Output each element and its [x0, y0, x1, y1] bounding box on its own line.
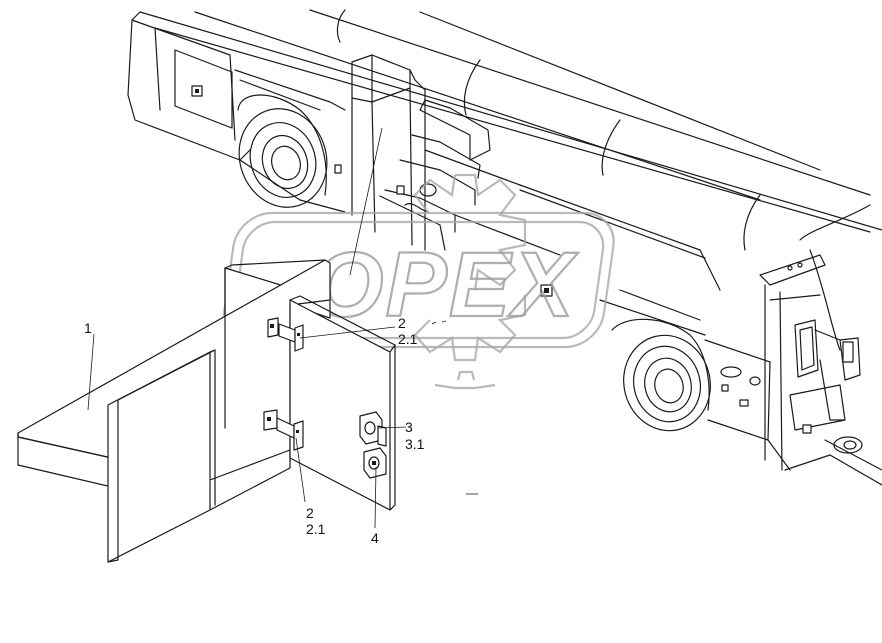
watermark-text: OPEX [312, 234, 578, 336]
hinge-upper [267, 317, 304, 352]
door-lock [359, 411, 387, 447]
door-handle [363, 447, 387, 479]
hinge-lower [263, 409, 304, 451]
callout-3: 3 [405, 419, 413, 435]
callout-2-bottom: 2 [306, 505, 314, 521]
callout-4: 4 [371, 530, 379, 546]
bus-body [127, 9, 882, 486]
callout-labels: 1 2 2.1 3 3.1 2 2.1 4 [84, 315, 425, 546]
callout-3-1: 3.1 [405, 436, 425, 452]
callout-2-top: 2 [398, 315, 406, 331]
callout-2-1-top: 2.1 [398, 331, 418, 347]
callout-1: 1 [84, 320, 92, 336]
callout-2-1-bottom: 2.1 [306, 521, 326, 537]
callout-leaders [87, 127, 407, 529]
door-assembly [17, 259, 396, 563]
